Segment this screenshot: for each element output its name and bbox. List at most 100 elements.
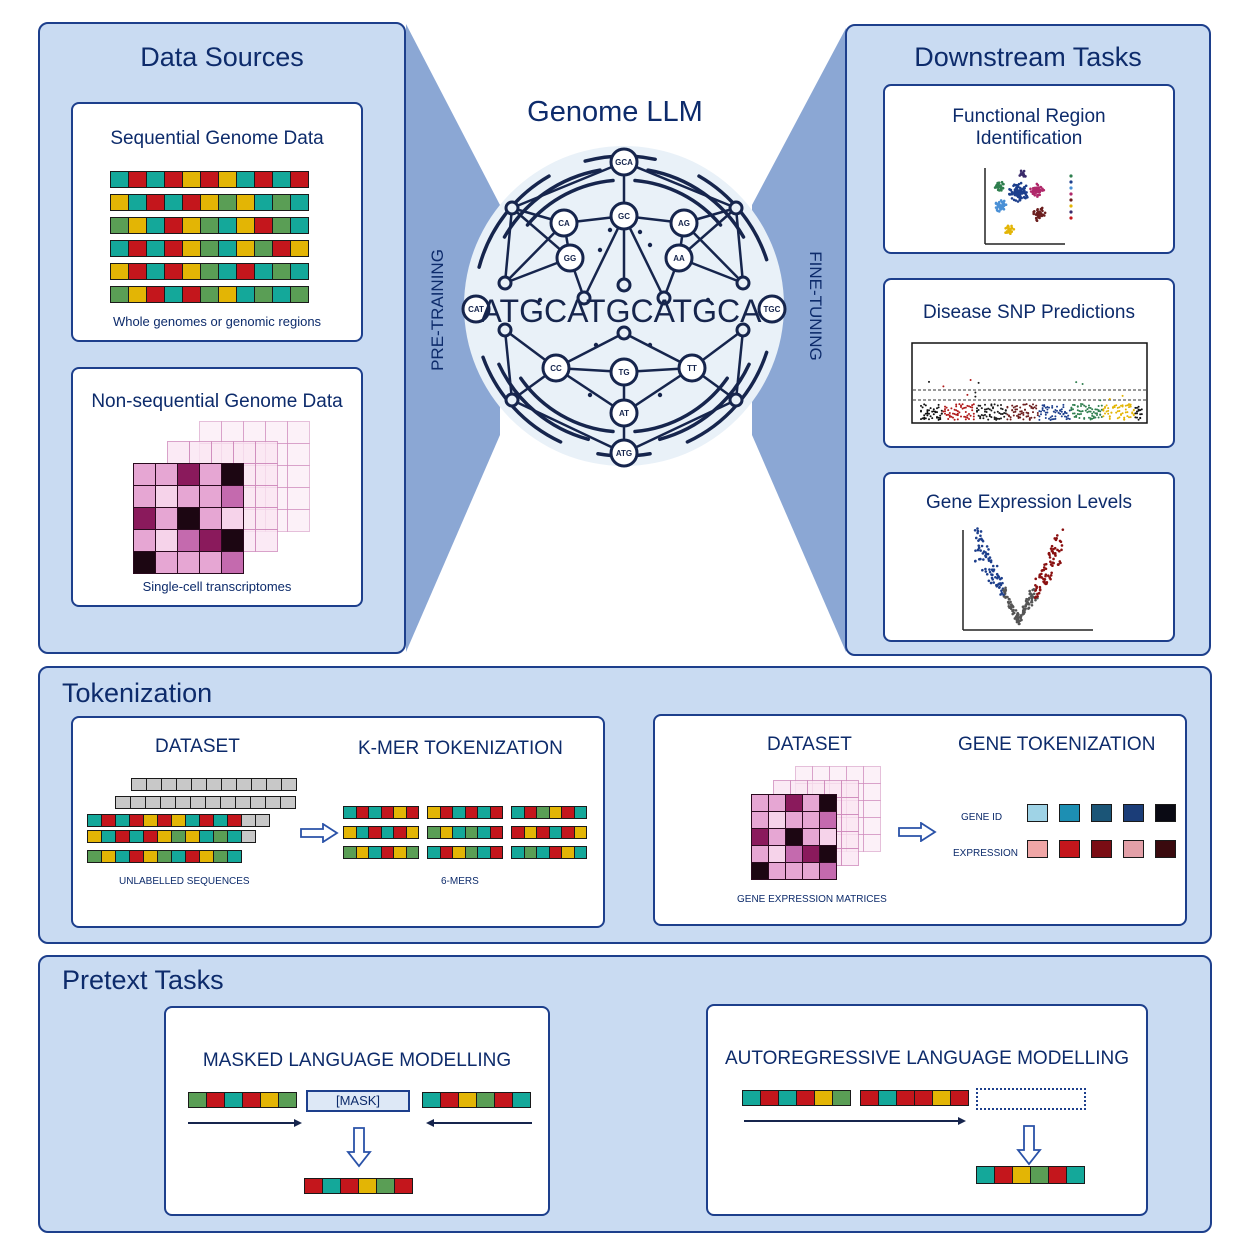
network-dot: [657, 392, 663, 398]
network-edge: [503, 329, 514, 401]
volcano-point: [1061, 528, 1065, 531]
nucleotide-cell: [185, 850, 200, 863]
umap-point: [1014, 190, 1018, 193]
matrix-cell: [177, 507, 200, 530]
network-dot: [537, 297, 543, 303]
context-arrows: [188, 1119, 532, 1127]
snp-point: [931, 410, 934, 413]
gray-cell: [161, 778, 177, 791]
network-node: AG: [669, 208, 699, 238]
finetuning-text: FINE-TUNING: [806, 251, 825, 361]
matrix-cell: [255, 463, 278, 486]
volcano-point: [989, 560, 993, 564]
nucleotide-cell: [536, 846, 550, 859]
gray-cell: [206, 778, 222, 791]
snp-point: [980, 414, 983, 417]
functional-region-title-2: Identification: [975, 128, 1083, 149]
snp-point: [1019, 416, 1022, 419]
matrix-cell: [287, 443, 310, 466]
umap-point: [1010, 197, 1014, 200]
nucleotide-cell: [213, 850, 228, 863]
volcano-point: [979, 549, 982, 552]
volcano-point: [1018, 615, 1021, 619]
volcano-point: [997, 586, 1001, 589]
umap-point: [1001, 186, 1005, 190]
nucleotide-cell: [489, 826, 503, 839]
gene-id-token: [1027, 804, 1048, 822]
volcano-point: [1049, 574, 1053, 577]
volcano-point: [1016, 618, 1020, 622]
volcano-point: [1060, 548, 1063, 552]
snp-point: [1024, 403, 1026, 406]
snp-point: [1083, 404, 1086, 407]
network-edge: [503, 207, 514, 284]
snp-point: [1068, 409, 1071, 412]
volcano-point: [1042, 577, 1045, 581]
volcano-point: [1006, 595, 1009, 599]
volcano-point: [1048, 556, 1052, 559]
next-token-placeholder: [976, 1088, 1086, 1110]
finetuning-label: FINE-TUNING: [790, 251, 840, 361]
snp-point: [963, 406, 966, 409]
snp-point: [956, 412, 959, 415]
nucleotide-cell: [129, 814, 144, 827]
sequential-data-card: Sequential Genome Data Whole genomes or …: [71, 102, 363, 342]
matrix-cell: [802, 862, 820, 880]
nucleotide-cell: [157, 830, 172, 843]
nucleotide-cell: [368, 806, 382, 819]
umap-point: [1018, 174, 1022, 177]
ring-arc: [633, 178, 723, 227]
volcano-point: [984, 551, 987, 554]
volcano-point: [992, 568, 996, 572]
snp-point: [963, 415, 966, 418]
snp-point: [1078, 409, 1081, 412]
nucleotide-cell: [536, 806, 550, 819]
snp-point: [1139, 409, 1142, 412]
nucleotide-cell: [182, 286, 201, 303]
umap-point: [1020, 173, 1024, 176]
volcano-point: [1015, 614, 1019, 618]
volcano-point: [1009, 607, 1013, 611]
snp-point: [1056, 405, 1058, 408]
snp-point: [964, 406, 967, 409]
matrix-cell: [819, 794, 837, 812]
snp-point: [979, 416, 982, 419]
kmer-dataset-label: DATASET: [155, 736, 240, 757]
snp-point: [932, 408, 935, 411]
gene-id-token: [1059, 804, 1080, 822]
snp-point: [1012, 411, 1015, 414]
volcano-point: [976, 527, 979, 530]
snp-point: [1040, 410, 1042, 413]
network-dot: [607, 227, 613, 233]
gene-expression-card: Gene Expression Levels: [883, 472, 1175, 642]
snp-point: [1073, 415, 1076, 418]
snp-point: [974, 395, 977, 398]
snp-point: [1044, 411, 1047, 414]
umap-point: [997, 200, 1001, 204]
nucleotide-cell: [218, 263, 237, 280]
volcano-point: [976, 548, 980, 552]
snp-point: [937, 403, 940, 406]
volcano-point: [987, 548, 990, 551]
network-junction: [576, 290, 592, 306]
ring-arc: [646, 168, 746, 239]
nucleotide-cell: [146, 263, 165, 280]
umap-point: [1007, 225, 1010, 228]
snp-point: [955, 403, 958, 406]
snp-point: [1092, 415, 1095, 418]
snp-point: [1094, 412, 1097, 415]
sequence-text: ATGCATGCATGCA: [481, 293, 763, 329]
umap-point: [1022, 187, 1025, 190]
nucleotide-cell: [561, 806, 575, 819]
six-mers-caption: 6-MERS: [441, 876, 479, 887]
snp-point: [1124, 408, 1127, 411]
nucleotide-cell: [548, 846, 562, 859]
snp-point: [1068, 418, 1071, 421]
snp-point: [1088, 406, 1090, 409]
volcano-point: [1044, 562, 1048, 566]
snp-point: [1016, 414, 1018, 417]
snp-point: [1091, 417, 1094, 420]
snp-point: [920, 404, 922, 407]
volcano-point: [1030, 603, 1034, 607]
network-junction: [504, 200, 520, 216]
